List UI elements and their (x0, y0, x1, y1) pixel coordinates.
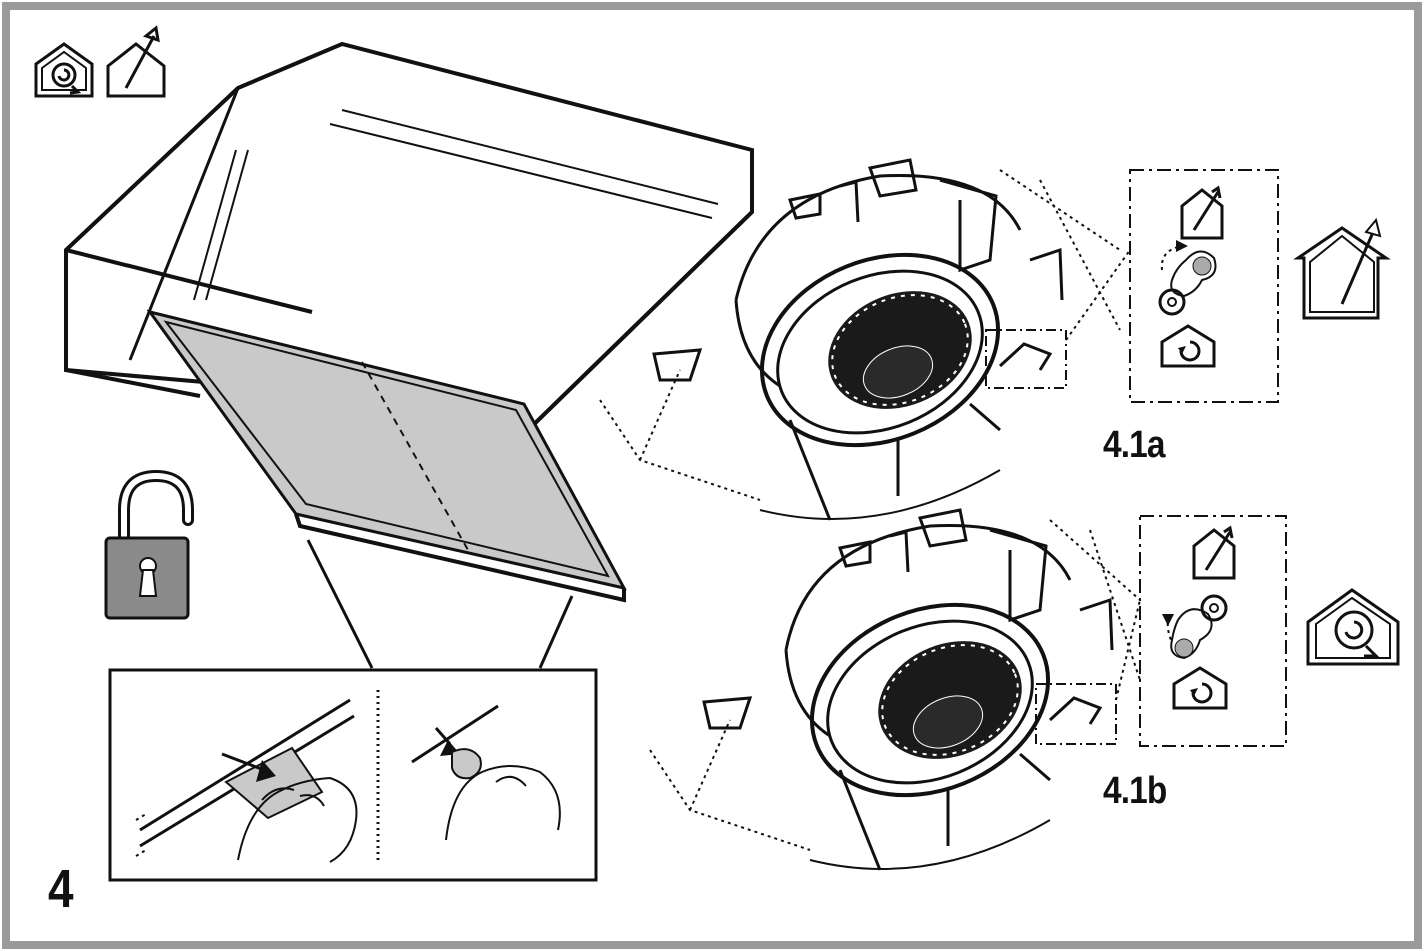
recirculation-mode-icon (1306, 588, 1400, 666)
extraction-mode-icon (1180, 185, 1224, 240)
detail-box-b (1115, 515, 1287, 747)
step-number: 4 (48, 859, 74, 919)
detail-box-a (1065, 169, 1279, 403)
motor-assembly-a (599, 158, 1121, 521)
figure-label-4-1a: 4.1a (1103, 424, 1165, 466)
extraction-mode-icon (1192, 525, 1236, 580)
filter-toggle-dial-icon (1158, 240, 1217, 316)
filter-toggle-dial-icon (1162, 594, 1228, 660)
cooker-hood (64, 41, 754, 435)
recirculation-mode-icon (1172, 666, 1228, 710)
callout-lines (306, 539, 574, 669)
motor-assembly-b (649, 508, 1141, 871)
filter-release-detail-inset (108, 668, 598, 882)
extraction-mode-icon (1293, 217, 1391, 320)
extraction-mode-icon (106, 25, 166, 98)
recirculation-mode-icon (34, 42, 94, 98)
grease-filter-panel (146, 309, 627, 603)
unlock-padlock-icon (104, 469, 194, 620)
recirculation-mode-icon (1160, 324, 1216, 368)
figure-label-4-1b: 4.1b (1103, 770, 1167, 812)
